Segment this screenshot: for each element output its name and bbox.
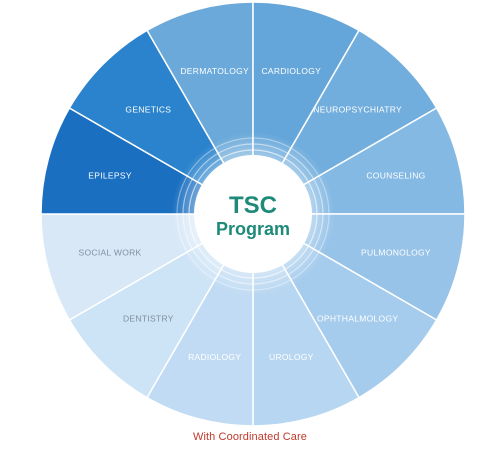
- segment-label-social-work: SOCIAL WORK: [79, 247, 142, 257]
- center-title: TSC: [229, 192, 277, 219]
- segment-label-pulmonology: PULMONOLOGY: [361, 247, 431, 257]
- segment-label-dentistry: DENTISTRY: [123, 314, 174, 324]
- segment-label-cardiology: CARDIOLOGY: [261, 66, 321, 76]
- segment-label-ophthalmology: OPHTHALMOLOGY: [317, 314, 398, 324]
- segment-label-dermatology: DERMATOLOGY: [180, 66, 249, 76]
- center-ring: [194, 155, 312, 273]
- segment-label-urology: UROLOGY: [269, 352, 314, 362]
- segment-label-radiology: RADIOLOGY: [188, 352, 241, 362]
- segment-label-epilepsy: EPILEPSY: [88, 171, 132, 181]
- segment-label-neuropsychiatry: NEUROPSYCHIATRY: [313, 104, 402, 114]
- center-ring: [182, 143, 324, 285]
- center-ring: [188, 149, 318, 279]
- center-disc: [206, 167, 300, 261]
- segment-label-counseling: COUNSELING: [366, 171, 425, 181]
- caption: With Coordinated Care: [193, 431, 307, 443]
- center-subtitle: Program: [216, 219, 290, 239]
- center-ring: [176, 137, 330, 291]
- segment-label-genetics: GENETICS: [125, 104, 171, 114]
- wheel-segments: DERMATOLOGY CARDIOLOGY NEUROPSYCHIATRY COUN…: [40, 1, 466, 427]
